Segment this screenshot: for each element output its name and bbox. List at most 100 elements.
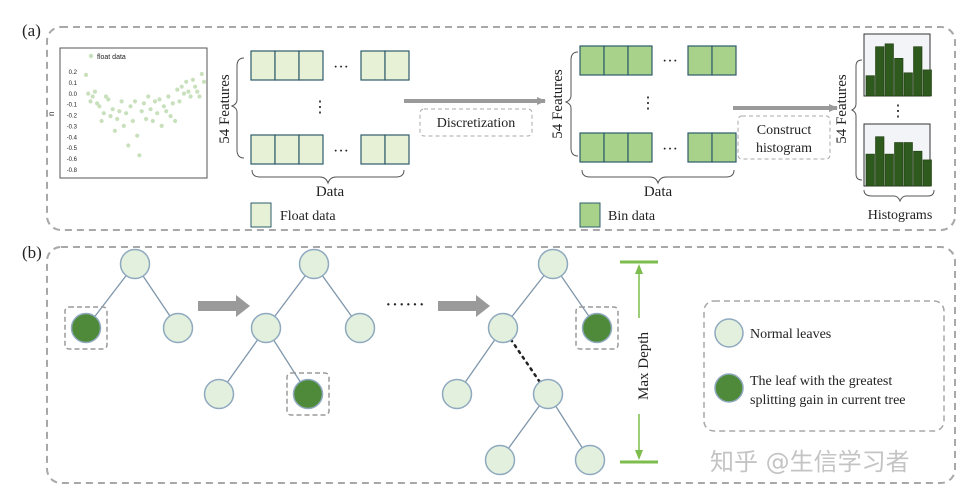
bin-legend-swatch — [579, 202, 601, 228]
scatter-point — [170, 101, 175, 106]
bin-row-top-main — [579, 45, 653, 76]
hist-bottom-brace — [863, 189, 935, 203]
scatter-point — [186, 89, 191, 94]
matrix-cell — [603, 132, 629, 163]
tree-transition-arrow-1 — [198, 295, 250, 317]
scatter-point — [177, 99, 182, 104]
histograms-group: 54 Features ⋮ Histograms — [834, 33, 935, 223]
histogram-bar — [884, 153, 894, 187]
matrix-cell — [360, 134, 386, 165]
scatter-point — [150, 118, 155, 124]
normal-leaf-icon — [714, 318, 744, 348]
matrix-cell — [579, 45, 605, 76]
matrix-cell — [687, 132, 713, 163]
scatter-y-tick: -0.6 — [67, 157, 78, 163]
hist-vertical-ellipsis: ⋮ — [890, 103, 906, 120]
construct-histogram-line1: Construct — [757, 123, 812, 138]
scatter-y-tick: 0.0 — [69, 92, 78, 98]
scatter-point — [88, 99, 93, 104]
scatter-y-ticks: 0.20.10.0-0.1-0.2-0.3-0.4-0.5-0.6-0.8 — [67, 70, 78, 174]
scatter-point — [159, 123, 164, 128]
histogram-bottom — [863, 123, 932, 187]
scatter-point — [112, 128, 117, 133]
greatest-gain-label-line2: splitting gain in current tree — [750, 393, 906, 408]
scatter-point — [95, 101, 100, 106]
normal-leaf-node — [298, 248, 330, 280]
tree-progress-dots: ······ — [385, 294, 425, 316]
matrix-cell — [579, 132, 605, 163]
histogram-bar — [865, 153, 875, 187]
scatter-point — [164, 109, 169, 114]
scatter-point — [97, 104, 102, 109]
scatter-legend-label: float data — [97, 54, 126, 61]
leaves-legend: Normal leaves The leaf with the greatest… — [703, 300, 945, 432]
bin-bottom-ellipsis: ··· — [662, 141, 678, 158]
scatter-point — [195, 89, 200, 94]
max-depth-label: Max Depth — [636, 332, 652, 400]
bin-data-matrix: 54 Features ··· ··· ⋮ Data — [550, 45, 737, 200]
bin-left-brace — [564, 51, 579, 157]
scatter-point — [119, 99, 124, 104]
scatter-point — [141, 101, 146, 106]
scatter-point — [101, 111, 106, 116]
scatter-point — [128, 104, 133, 109]
scatter-point — [199, 71, 204, 77]
scatter-point — [110, 107, 115, 112]
float-top-ellipsis: ··· — [333, 59, 349, 76]
scatter-point — [126, 143, 131, 148]
scatter-point — [124, 111, 129, 116]
construct-histogram-box — [737, 115, 831, 160]
matrix-cell — [711, 45, 737, 76]
scatter-point — [197, 94, 202, 99]
scatter-point — [155, 111, 160, 116]
float-legend-swatch — [250, 202, 272, 228]
normal-leaf-node — [532, 378, 564, 410]
greatest-gain-label-line1: The leaf with the greatest — [750, 374, 892, 389]
histogram-bar — [903, 142, 913, 187]
histogram-bar — [922, 69, 932, 97]
float-row-top-main — [250, 50, 324, 81]
matrix-cell — [274, 134, 300, 165]
scatter-y-tick: -0.2 — [67, 114, 78, 120]
bin-row-top-last — [687, 45, 737, 76]
float-bottom-brace — [251, 169, 405, 185]
float-vertical-ellipsis: ⋮ — [312, 99, 328, 116]
tree-transition-arrow-2 — [438, 295, 490, 317]
scatter-point — [103, 94, 109, 99]
hist-left-brace — [850, 59, 863, 181]
histogram-bar — [875, 46, 885, 97]
scatter-y-tick: -0.1 — [67, 103, 78, 109]
normal-leaf-node — [574, 444, 606, 476]
watermark: 知乎 @生信学习者 — [710, 448, 910, 476]
scatter-point — [106, 97, 111, 102]
matrix-cell — [687, 45, 713, 76]
panel-a-frame — [46, 26, 956, 231]
scatter-point — [135, 133, 140, 138]
normal-leaf-node — [250, 312, 282, 344]
histogram-bar — [922, 159, 932, 187]
scatter-y-tick: -0.4 — [67, 135, 78, 141]
scatter-point — [90, 94, 95, 99]
scatter-point — [86, 91, 91, 96]
bin-bottom-brace — [581, 169, 735, 185]
matrix-cell — [250, 134, 276, 165]
histogram-bar — [875, 136, 885, 187]
scatter-y-tick: -0.8 — [67, 168, 78, 174]
scatter-y-tick: -0.5 — [67, 146, 78, 152]
scatter-point — [173, 118, 178, 124]
max-depth-up-arrow — [635, 264, 643, 274]
scatter-y-label: n — [47, 112, 56, 116]
scatter-frame — [59, 47, 208, 179]
panel-b-label: (b) — [22, 243, 42, 262]
gain-highlight-box — [64, 306, 108, 350]
normal-leaf-node — [203, 378, 235, 410]
normal-leaves-label: Normal leaves — [750, 327, 831, 342]
panel-a-label: (a) — [22, 21, 41, 40]
scatter-point — [184, 79, 189, 84]
scatter-y-tick: -0.3 — [67, 124, 78, 130]
scatter-point — [166, 94, 171, 99]
histogram-top — [863, 33, 932, 97]
scatter-point — [157, 97, 162, 102]
histograms-label: Histograms — [868, 208, 933, 223]
construct-histogram-line2: histogram — [756, 141, 812, 156]
